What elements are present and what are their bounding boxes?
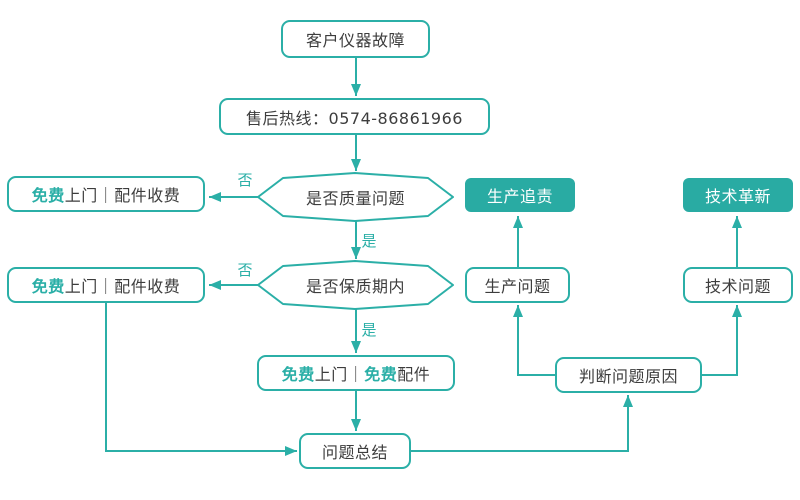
edge-freepaid2-to-summary [105,303,297,456]
free-accent-label: 免费 [281,365,315,384]
edge-label-yes-2: 是 [361,320,377,339]
edge-label-no-1: 否 [237,170,253,189]
edge-summary-to-judge [411,395,633,452]
decision-quality-shape [257,172,454,222]
paid-parts-label: 上门｜配件收费 [64,186,181,205]
node-technical-issue: 技术问题 [683,267,793,303]
free-accent-label: 免费 [31,277,65,296]
paid-parts-label: 上门｜配件收费 [64,277,181,296]
node-free-onsite-free-parts: 免费 上门｜ 免费 配件 [257,355,455,391]
edge-label-yes-1: 是 [361,231,377,250]
node-decision-quality: 是否质量问题 [305,189,405,208]
edge-judge-to-tech-issue [702,305,742,376]
parts-label: 配件 [397,365,431,384]
node-decision-warranty: 是否保质期内 [305,277,405,296]
free-accent-label: 免费 [364,365,398,384]
node-hotline: 售后热线：0574-86861966 [219,98,490,135]
node-free-onsite-paid-parts-1: 免费 上门｜配件收费 [7,176,205,212]
onsite-label: 上门｜ [314,365,365,384]
edge-label-no-2: 否 [237,260,253,279]
node-customer-fault: 客户仪器故障 [281,20,430,58]
node-technical-innovation: 技术革新 [683,178,793,212]
decision-warranty-shape [257,260,454,310]
node-production-issue: 生产问题 [465,267,570,303]
free-accent-label: 免费 [31,186,65,205]
edge-judge-to-prod-issue [513,305,555,376]
node-judge-cause: 判断问题原因 [555,357,702,393]
node-problem-summary: 问题总结 [299,433,411,469]
node-production-accountability: 生产追责 [465,178,575,212]
node-free-onsite-paid-parts-2: 免费 上门｜配件收费 [7,267,205,303]
